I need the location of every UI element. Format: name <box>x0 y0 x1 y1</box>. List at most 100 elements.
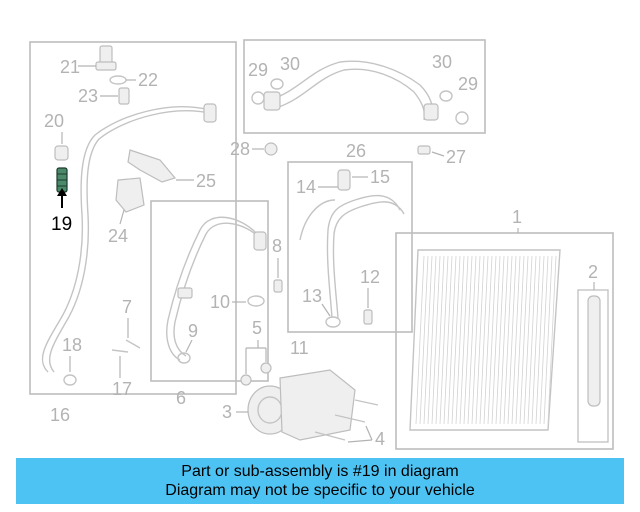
bracket-25 <box>127 149 177 183</box>
banner-line-1: Part or sub-assembly is #19 in diagram <box>181 463 459 480</box>
callout-18: 18 <box>62 335 82 355</box>
bolt-12 <box>363 309 373 325</box>
condenser-fin <box>467 255 477 425</box>
nut-28 <box>264 142 278 156</box>
callout-28: 28 <box>230 139 250 159</box>
o-ring-13 <box>325 316 341 328</box>
banner-line-2: Diagram may not be specific to your vehi… <box>165 482 475 499</box>
callout-10: 10 <box>210 292 230 312</box>
condenser-fin <box>427 255 437 425</box>
condenser-fin <box>415 255 425 425</box>
callout-20: 20 <box>44 111 64 131</box>
condenser-fin <box>487 255 497 425</box>
bolt-17 <box>111 349 129 353</box>
callout-15: 15 <box>370 167 390 187</box>
o-ring-9 <box>177 352 191 364</box>
condenser-fin <box>511 255 521 425</box>
condenser-fin <box>443 255 453 425</box>
callout-8: 8 <box>272 236 282 256</box>
callout-30-right: 30 <box>432 52 452 72</box>
condenser-fin <box>515 255 525 425</box>
hose-26 <box>263 60 439 121</box>
callout-7: 7 <box>122 297 132 317</box>
callout-22: 22 <box>138 70 158 90</box>
callout-29-right: 29 <box>458 74 478 94</box>
condenser-fin <box>479 255 489 425</box>
o-ring-30-left <box>270 78 284 90</box>
condenser-fin <box>531 255 541 425</box>
bolts-4 <box>314 399 379 441</box>
condenser-fin <box>535 255 545 425</box>
condenser-fin <box>451 255 461 425</box>
bracket-24 <box>115 177 145 213</box>
condenser-fin <box>471 255 481 425</box>
callout-29-left: 29 <box>248 60 268 80</box>
callout-3: 3 <box>222 402 232 422</box>
bolt-27 <box>417 145 431 155</box>
condenser-fin <box>507 255 517 425</box>
group-box-1 <box>395 232 614 450</box>
cap-20 <box>54 145 69 161</box>
condenser-fin <box>523 255 533 425</box>
condenser-1 <box>409 249 561 431</box>
condenser-fin <box>491 255 501 425</box>
condenser-fin <box>439 255 449 425</box>
o-ring-10 <box>247 295 265 307</box>
callout-11: 11 <box>290 338 309 358</box>
callout-24: 24 <box>108 226 128 246</box>
condenser-fin <box>519 255 529 425</box>
callout-19: 19 <box>51 214 72 235</box>
condenser-fin <box>495 255 505 425</box>
callout-12: 12 <box>360 267 380 287</box>
arrow-19-head <box>57 188 67 196</box>
condenser-fin <box>447 255 457 425</box>
group-box-26 <box>243 39 486 134</box>
condenser-fin <box>459 255 469 425</box>
o-ring-18 <box>63 374 77 386</box>
o-ring-22 <box>109 75 127 85</box>
condenser-fin <box>527 255 537 425</box>
bolt-8 <box>273 279 283 293</box>
condenser-fin <box>499 255 509 425</box>
condenser-fin <box>483 255 493 425</box>
callout-5: 5 <box>252 318 262 338</box>
condenser-fin <box>455 255 465 425</box>
callout-1: 1 <box>512 207 522 227</box>
compressor-3 <box>240 362 356 441</box>
hose-6 <box>166 216 267 361</box>
group-box-16 <box>29 41 237 395</box>
callout-23: 23 <box>78 86 98 106</box>
hose-11 <box>299 169 405 319</box>
callout-27: 27 <box>446 147 466 167</box>
callout-17: 17 <box>112 379 132 399</box>
condenser-fin <box>431 255 441 425</box>
info-banner: Part or sub-assembly is #19 in diagram D… <box>16 458 624 504</box>
condenser-fin <box>543 255 553 425</box>
callout-25: 25 <box>196 171 216 191</box>
pressure-sensor-21 <box>95 45 117 71</box>
callout-2: 2 <box>588 262 598 282</box>
bolt-7 <box>125 339 141 349</box>
callout-4: 4 <box>375 429 385 449</box>
group-box-11 <box>287 161 413 333</box>
condenser-fin <box>419 255 429 425</box>
callout-26: 26 <box>346 141 366 161</box>
condenser-fin <box>539 255 549 425</box>
callout-21: 21 <box>60 57 80 77</box>
condenser-fin <box>503 255 513 425</box>
callout-16: 16 <box>50 405 70 425</box>
drier-2 <box>577 289 609 443</box>
o-ring-30-right <box>439 90 453 102</box>
suction-hose-16 <box>41 103 217 373</box>
condenser-fin <box>475 255 485 425</box>
valve-23 <box>118 87 130 105</box>
group-box-6 <box>150 200 269 382</box>
condenser-fin <box>435 255 445 425</box>
o-ring-29-left <box>251 91 265 105</box>
condenser-fin <box>547 255 557 425</box>
o-ring-29-right <box>455 111 469 125</box>
condenser-fin <box>463 255 473 425</box>
callout-13: 13 <box>302 286 322 306</box>
callout-6: 6 <box>176 388 186 408</box>
callout-30-left: 30 <box>280 54 300 74</box>
